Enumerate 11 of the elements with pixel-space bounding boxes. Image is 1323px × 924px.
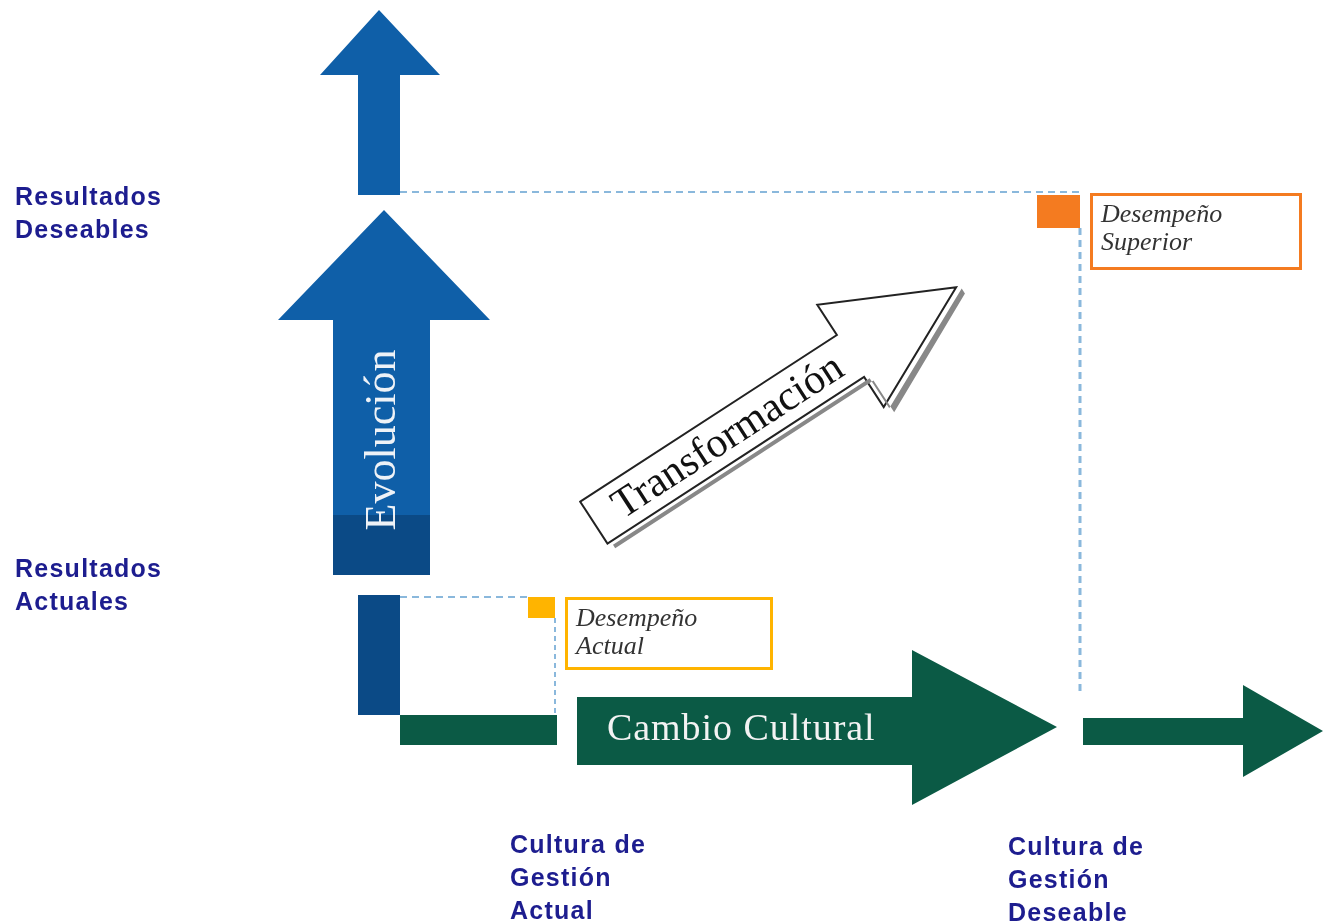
box-text: Desempeño Actual xyxy=(576,604,699,660)
arrow-label: Cambio Cultural xyxy=(607,708,876,746)
evolution-arrow xyxy=(278,210,490,575)
axis-label: Cultura de Gestión Deseable xyxy=(1008,831,1146,924)
axis-label: Cultura de Gestión Actual xyxy=(510,829,648,924)
axis-label: Resultados Actuales xyxy=(15,553,164,617)
arrow-label: Evolución xyxy=(359,349,403,531)
performance-box xyxy=(565,597,773,670)
axis-label: Resultados Deseables xyxy=(15,181,164,245)
performance-box xyxy=(1090,193,1302,270)
box-text: Desempeño Superior xyxy=(1101,200,1224,256)
